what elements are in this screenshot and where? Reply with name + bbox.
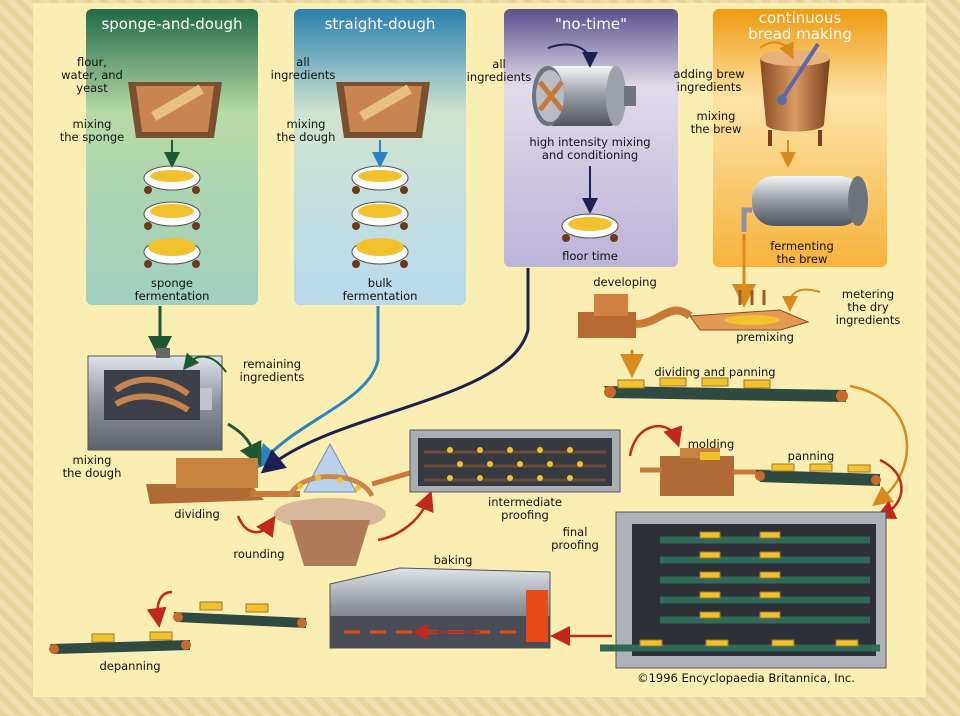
panning-to-final xyxy=(874,458,903,519)
oven xyxy=(329,567,551,649)
panning-conveyor-2 xyxy=(755,463,881,486)
label-developing: developing xyxy=(593,275,657,289)
label-flour-water-yeast: flour, water, and yeast xyxy=(61,55,123,95)
rounding-arrow xyxy=(377,490,434,542)
floor-time-trough xyxy=(561,213,619,242)
label-mixing-sponge: mixing the sponge xyxy=(59,117,125,144)
label-all-ingredients-2: all ingredients xyxy=(466,57,532,84)
copyright: ©1996 Encyclopaedia Britannica, Inc. xyxy=(637,671,855,685)
label-panning: panning xyxy=(787,449,835,463)
panning-conveyor xyxy=(604,377,848,402)
label-mixing-brew: mixing the brew xyxy=(690,109,742,136)
label-metering: metering the dry ingredients xyxy=(835,287,901,327)
mixer-to-divider-arrow xyxy=(227,422,262,467)
label-adding-brew: adding brew ingredients xyxy=(673,67,745,94)
notime-down-arrow xyxy=(260,268,530,474)
label-depanning: depanning xyxy=(99,659,161,673)
label-intermediate: intermediate proofing xyxy=(488,495,562,522)
label-floor-time: floor time xyxy=(562,249,618,263)
final-proofer xyxy=(600,511,887,669)
label-dividing: dividing xyxy=(174,507,220,521)
header-straight-dough: straight-dough xyxy=(324,15,436,33)
label-mixing-dough-top: mixing the dough xyxy=(276,117,336,144)
sponge-mixer xyxy=(128,82,222,138)
depanning-conveyor xyxy=(49,601,307,654)
label-bulk-fermentation: bulk fermentation xyxy=(342,276,418,303)
label-baking: baking xyxy=(433,553,473,567)
continuous-column xyxy=(713,9,887,267)
label-high-intensity: high intensity mixing and conditioning xyxy=(529,135,651,162)
high-intensity-mixer xyxy=(532,66,636,126)
metering-arrow xyxy=(782,288,821,312)
label-fermenting-brew: fermenting the brew xyxy=(770,239,834,266)
premixer xyxy=(689,290,810,331)
label-premixing: premixing xyxy=(736,330,794,344)
depanning-arrow xyxy=(146,590,173,628)
header-continuous: continuous bread making xyxy=(748,9,852,43)
straight-mixer xyxy=(336,82,430,138)
intermediate-proofer xyxy=(409,429,621,493)
brew-arrow-in xyxy=(759,41,794,60)
proofer-to-molding-arrow xyxy=(628,424,683,457)
label-remaining: remaining ingredients xyxy=(239,357,305,384)
bulk-troughs xyxy=(351,165,409,268)
label-rounding: rounding xyxy=(233,547,285,561)
developer xyxy=(578,294,693,338)
label-dividing-panning: dividing and panning xyxy=(654,365,776,379)
sponge-troughs xyxy=(143,165,201,268)
label-molding: molding xyxy=(687,437,735,451)
bulk-down-arrow xyxy=(255,306,380,469)
label-mixing-dough: mixing the dough xyxy=(62,453,122,480)
divider xyxy=(146,458,300,504)
dividing-arrow xyxy=(236,515,276,538)
brew-kettle xyxy=(760,42,830,146)
notime-arrow-in xyxy=(547,43,598,68)
label-final-proofing: final proofing xyxy=(551,525,599,552)
molder xyxy=(640,448,734,496)
remaining-arrow xyxy=(182,352,227,373)
dough-mixer xyxy=(87,348,223,451)
to-final-proofing-arrow xyxy=(849,384,909,507)
rounder xyxy=(274,442,386,566)
label-all-ingredients-1: all ingredients xyxy=(270,55,336,82)
fermenting-tank xyxy=(741,176,868,232)
label-sponge-fermentation: sponge fermentation xyxy=(134,276,210,303)
header-no-time: "no-time" xyxy=(554,15,628,33)
header-sponge-and-dough: sponge-and-dough xyxy=(101,15,243,33)
